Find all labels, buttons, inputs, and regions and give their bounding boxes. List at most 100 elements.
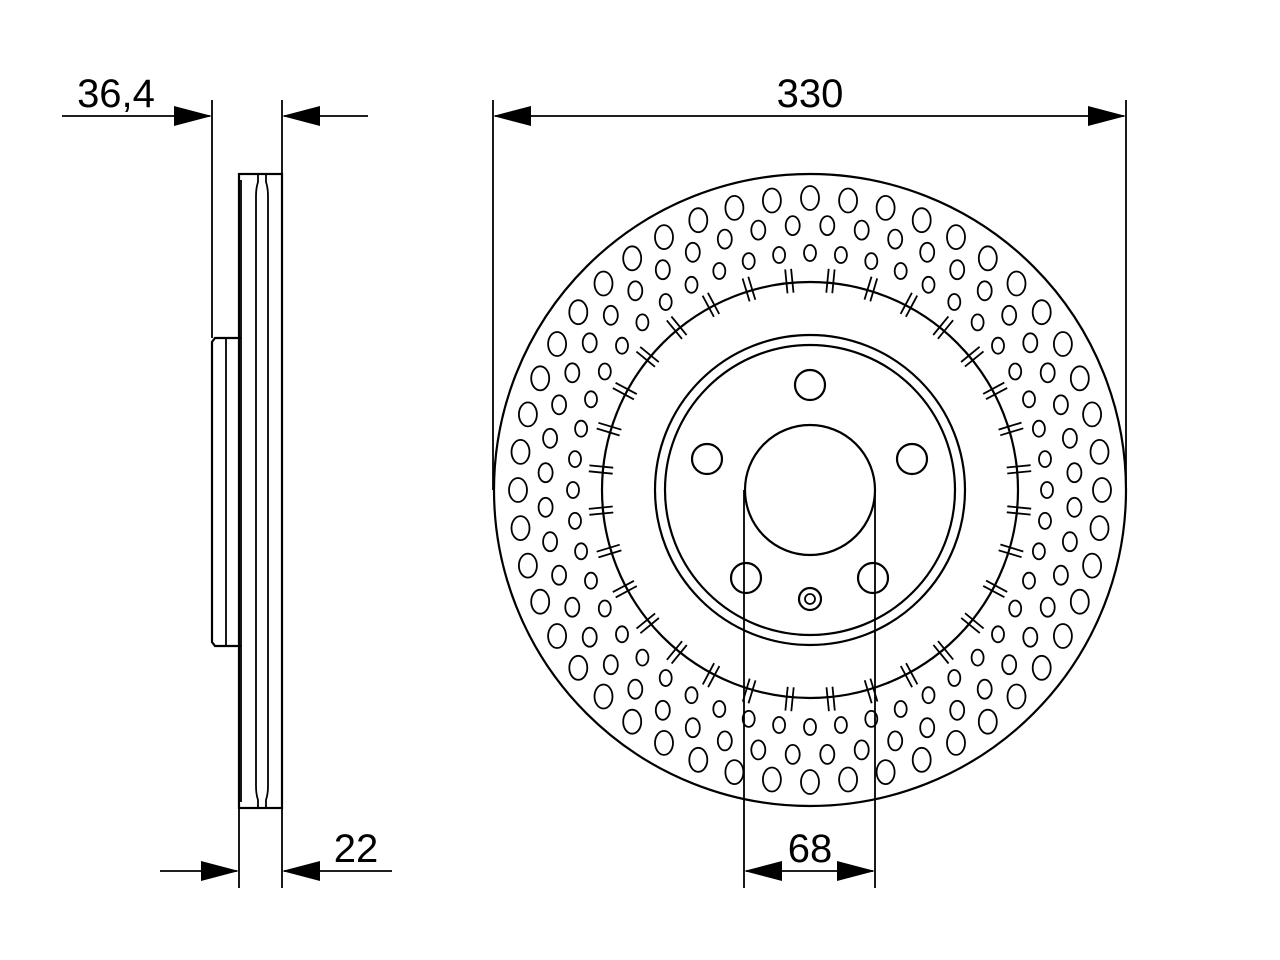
perforation-hole	[530, 588, 551, 615]
perforation-hole	[602, 654, 619, 676]
arrow-head	[201, 861, 239, 881]
vent-mark-line	[598, 549, 622, 559]
vent-mark	[635, 612, 660, 634]
perforation-hole	[542, 427, 558, 449]
perforation-hole	[976, 280, 993, 302]
perforation-hole	[547, 331, 567, 357]
perforation-hole	[658, 293, 673, 311]
perforation-hole	[627, 678, 644, 700]
vent-mark-line	[635, 350, 656, 368]
vent-mark-line	[1006, 464, 1031, 469]
vent-mark-line	[1006, 511, 1031, 516]
vent-mark-line	[666, 640, 683, 661]
perforation-hole	[551, 564, 567, 586]
perforation-hole	[819, 215, 836, 237]
perforation-hole	[893, 700, 908, 718]
vent-mark	[596, 543, 622, 559]
perforation-hole	[772, 716, 786, 734]
vent-mark-line	[932, 644, 950, 665]
vent-mark-line	[588, 470, 613, 475]
vent-mark-line	[863, 276, 873, 300]
perforation-hole	[518, 552, 538, 579]
perforation-hole	[750, 219, 767, 241]
vent-mark	[588, 505, 614, 516]
vent-mark-line	[784, 686, 789, 711]
vent-mark-line	[790, 687, 795, 712]
perforation-hole	[584, 390, 598, 409]
perforation-hole	[566, 481, 580, 499]
vent-mark	[702, 662, 721, 688]
vent-mark-line	[670, 315, 688, 336]
perforation-hole	[762, 766, 782, 793]
vent-mark	[998, 421, 1024, 437]
perforation-hole	[875, 759, 896, 785]
vent-mark-line	[899, 292, 913, 315]
vent-mark-line	[1007, 505, 1032, 510]
perforation-hole	[564, 596, 581, 618]
vent-mark	[666, 640, 688, 665]
perforation-hole	[864, 710, 879, 728]
vent-mark-line	[1000, 543, 1024, 553]
perforation-hole	[627, 280, 644, 302]
perforation-hole	[970, 648, 985, 667]
perforation-hole	[658, 669, 673, 687]
perforation-hole	[784, 744, 801, 765]
perforation-hole	[1069, 365, 1090, 392]
perforation-hole	[654, 259, 671, 281]
perforation-hole	[597, 599, 612, 618]
perforation-hole	[949, 699, 966, 721]
arrow-head	[744, 861, 782, 881]
perforation-hole	[684, 686, 699, 705]
perforation-hole	[551, 394, 567, 416]
perforation-hole	[784, 215, 801, 237]
perforation-hole	[568, 450, 582, 469]
perforation-hole	[970, 313, 985, 332]
perforation-hole	[602, 304, 619, 326]
perforation-hole	[1062, 427, 1078, 449]
vent-mark-line	[1007, 470, 1032, 475]
perforation-hole	[991, 336, 1005, 355]
vent-mark	[982, 579, 1008, 598]
perforation-hole	[800, 769, 820, 795]
vent-mark-line	[998, 549, 1022, 559]
vent-mark	[998, 543, 1024, 559]
perforation-holes	[508, 185, 1112, 795]
perforation-hole	[1031, 299, 1052, 326]
perforation-hole	[1022, 626, 1039, 648]
perforation-hole	[622, 245, 643, 272]
vent-mark-line	[670, 644, 688, 665]
perforation-hole	[1053, 394, 1069, 416]
perforation-hole	[853, 739, 870, 761]
vent-mark	[784, 268, 795, 294]
perforation-hole	[518, 401, 538, 428]
perforation-hole	[724, 759, 745, 785]
bolt-hole	[856, 561, 890, 595]
perforation-hole	[1092, 477, 1112, 503]
perforation-hole	[654, 699, 671, 721]
perforation-hole	[864, 252, 879, 271]
side-view-hub	[210, 336, 241, 648]
vent-mark-line	[825, 268, 830, 293]
perforation-hole	[564, 362, 581, 384]
perforation-hole	[887, 228, 904, 250]
arrow-head	[282, 861, 320, 881]
vent-mark	[932, 640, 954, 665]
vent-mark-line	[985, 579, 1008, 593]
perforation-hole	[597, 362, 612, 381]
vent-mark-line	[905, 662, 919, 685]
vent-mark	[982, 381, 1008, 400]
perforation-hole	[741, 252, 756, 271]
perforation-hole	[977, 245, 998, 272]
side-view-disc-body	[237, 172, 284, 810]
vent-mark-line	[707, 665, 721, 688]
perforation-hole	[772, 246, 786, 264]
vent-mark-line	[612, 580, 635, 593]
perforation-hole	[724, 194, 745, 221]
perforation-hole	[1022, 332, 1039, 354]
perforation-hole	[1082, 401, 1102, 428]
vent-mark	[825, 686, 836, 712]
perforation-hole	[1032, 542, 1046, 561]
perforation-hole	[654, 224, 674, 251]
perforation-hole	[838, 187, 858, 214]
perforation-hole	[1022, 390, 1036, 409]
